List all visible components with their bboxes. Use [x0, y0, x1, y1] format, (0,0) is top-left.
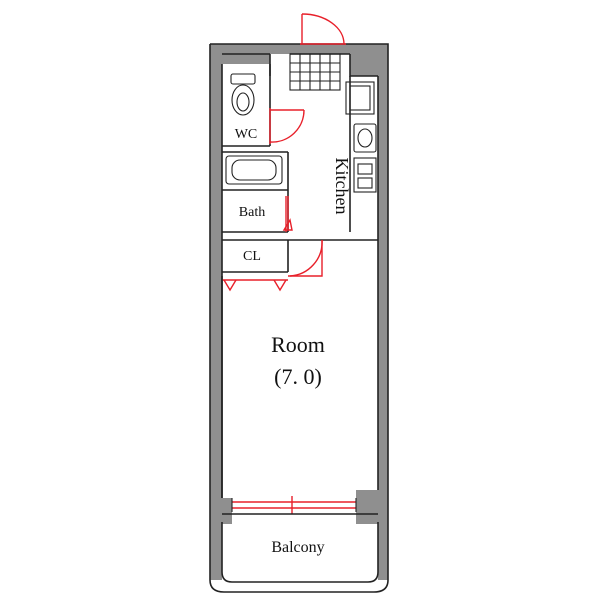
room-door[interactable] [288, 239, 323, 277]
room-size-label: (7. 0) [274, 364, 322, 389]
closet-doors[interactable] [222, 279, 288, 292]
sink-icon [353, 123, 377, 153]
balcony-window[interactable] [231, 496, 357, 514]
wc-door[interactable] [269, 108, 305, 144]
wc-room: WC [222, 64, 271, 147]
entrance-tiles [289, 53, 341, 91]
bath-room: Bath [222, 151, 289, 233]
room-label-kitchen: Kitchen [332, 158, 352, 215]
fridge-icon [345, 81, 375, 115]
room-label-balcony: Balcony [271, 539, 324, 556]
room-label-bath: Bath [239, 205, 265, 220]
room-label-closet: CL [243, 249, 261, 264]
toilet-icon [230, 73, 256, 116]
entrance-door[interactable] [300, 13, 346, 45]
room-label-room: Room [271, 332, 325, 357]
bath-door[interactable] [282, 196, 293, 232]
main-room: Room (7. 0) [221, 276, 325, 498]
kitchen-area: Kitchen [332, 76, 377, 232]
bathtub-icon [225, 155, 283, 185]
room-label-wc: WC [235, 127, 258, 142]
exterior-walls [210, 44, 388, 580]
stove-icon [353, 157, 377, 193]
balcony: Balcony [209, 513, 389, 593]
closet: CL [222, 239, 378, 273]
